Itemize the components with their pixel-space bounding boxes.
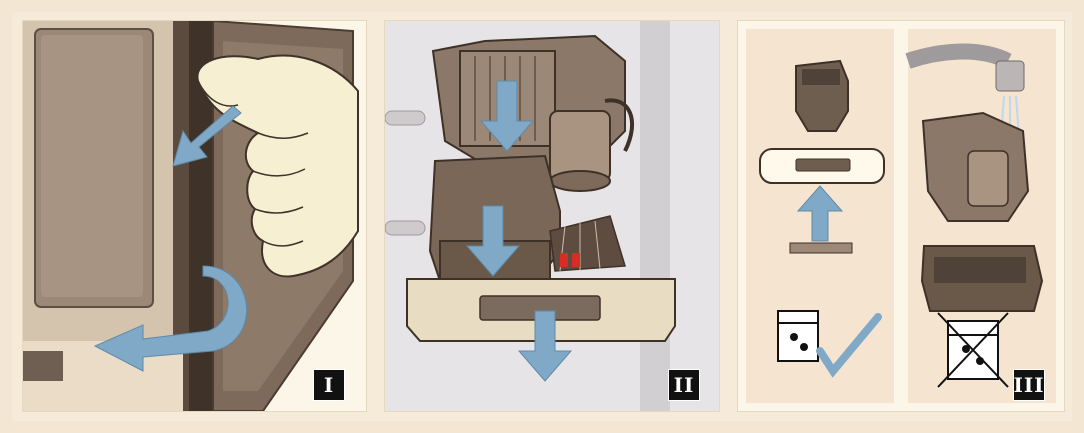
step-2-panel: II — [384, 20, 720, 412]
step-3-badge: III — [1013, 369, 1045, 401]
clean-parts-illustration — [738, 21, 1064, 411]
step-1-panel: I — [22, 20, 367, 412]
step-3-panel: III — [737, 20, 1065, 412]
step-1-badge: I — [313, 369, 345, 401]
step-2-badge: II — [668, 369, 700, 401]
no-dishwasher-icon — [938, 313, 1008, 387]
brewing-unit-illustration — [385, 21, 719, 411]
open-door-illustration — [23, 21, 366, 411]
